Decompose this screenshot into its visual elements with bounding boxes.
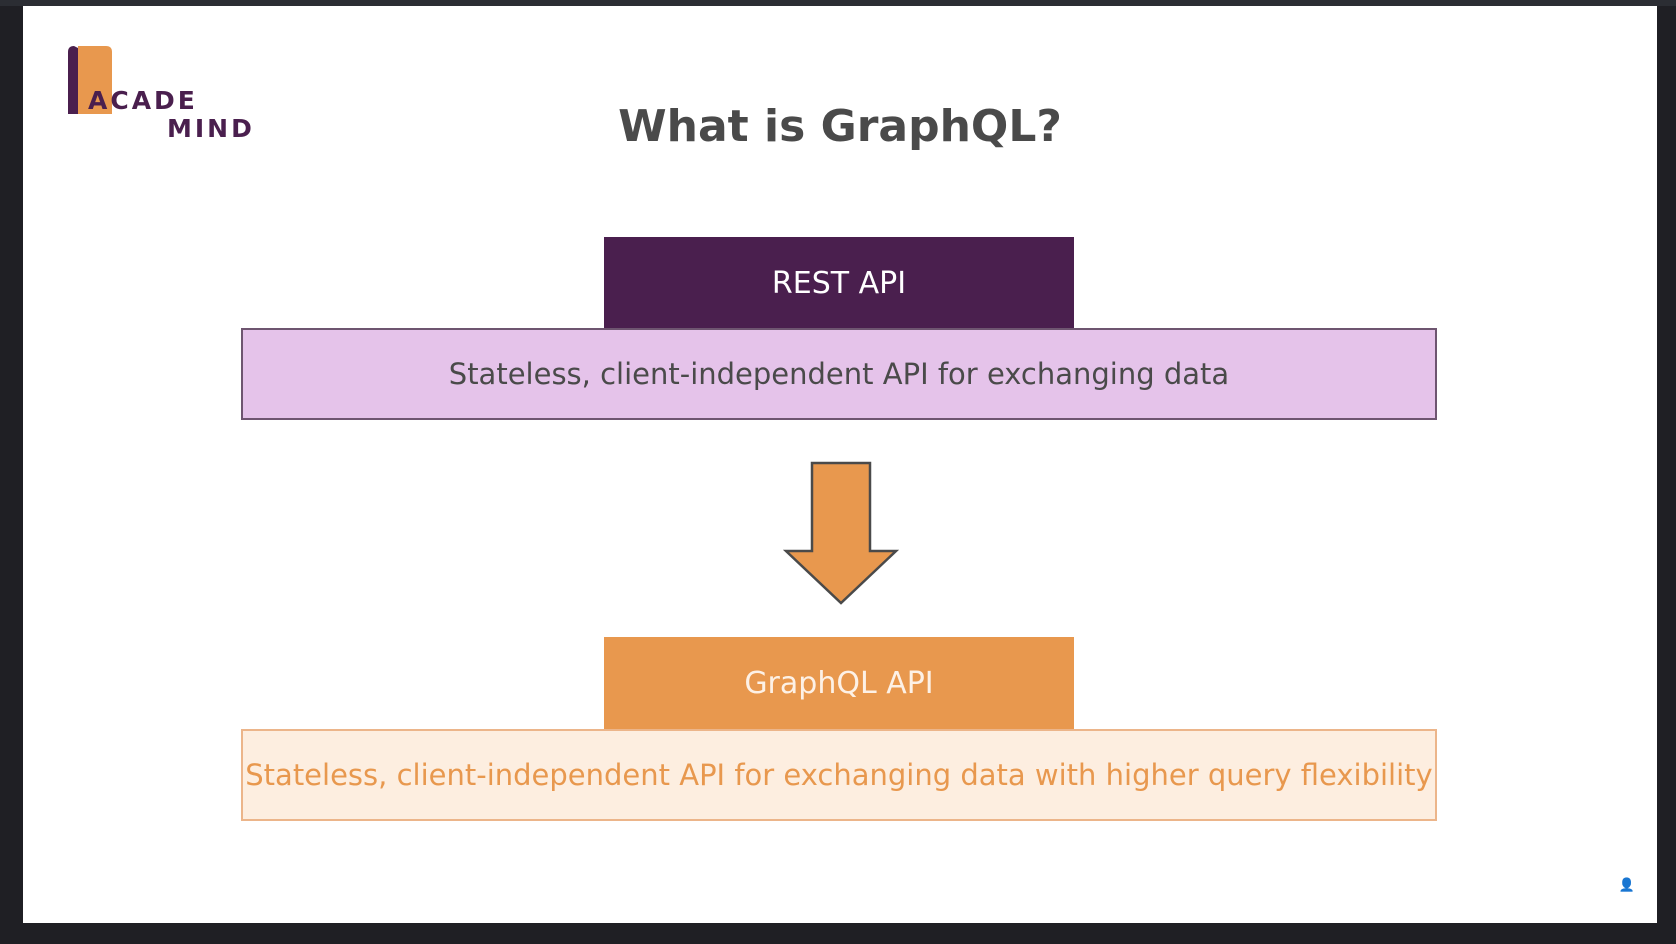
- logo-text-line2: MIND: [167, 114, 255, 143]
- watermark-icon: 👤: [1618, 878, 1635, 893]
- rest-api-header: REST API: [604, 237, 1074, 329]
- academind-logo: ACADE MIND: [68, 44, 268, 144]
- rest-api-description: Stateless, client-independent API for ex…: [241, 328, 1437, 420]
- graphql-api-description: Stateless, client-independent API for ex…: [241, 729, 1437, 821]
- logo-text-line1: ACADE: [88, 86, 198, 115]
- graphql-api-header: GraphQL API: [604, 637, 1074, 729]
- slide: ACADE MIND What is GraphQL? REST API Sta…: [23, 6, 1657, 923]
- window-frame-top: [0, 0, 1676, 6]
- logo-flag-icon: [68, 46, 112, 114]
- slide-title: What is GraphQL?: [618, 101, 1062, 152]
- arrow-down-icon: [783, 461, 899, 605]
